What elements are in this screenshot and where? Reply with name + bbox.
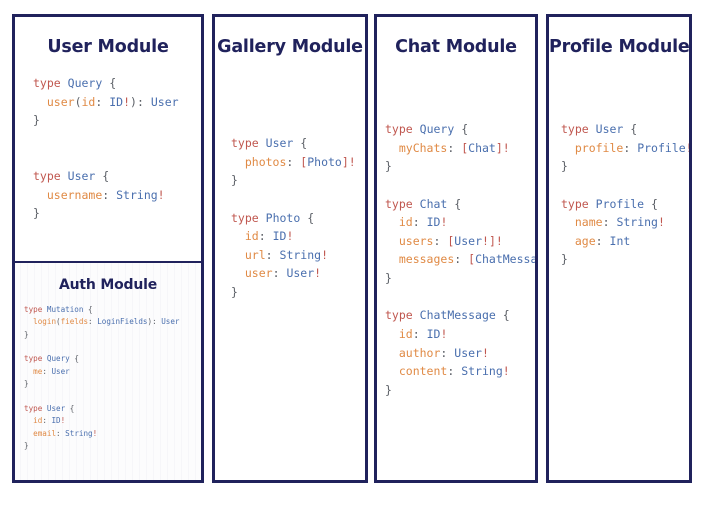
- module-card-auth[interactable]: Auth Module type Mutation { login(fields…: [15, 261, 201, 480]
- graphql-code-user: type Query { user(id: ID!): User } type …: [33, 76, 179, 221]
- graphql-code-profile: type User { profile: Profile! } type Pro…: [561, 122, 692, 267]
- module-title-gallery: Gallery Module: [217, 37, 363, 57]
- code-body-chat: type Query { myChats: [Chat]! } type Cha…: [377, 58, 535, 399]
- module-title-user: User Module: [47, 37, 169, 57]
- code-body-auth: type Mutation { login(fields: LoginField…: [15, 294, 201, 453]
- module-title-profile: Profile Module: [549, 37, 690, 57]
- module-card-profile[interactable]: Profile Module type User { profile: Prof…: [546, 14, 692, 483]
- module-card-user[interactable]: User Module type Query { user(id: ID!): …: [12, 14, 204, 483]
- module-card-chat[interactable]: Chat Module type Query { myChats: [Chat]…: [374, 14, 538, 483]
- graphql-code-auth: type Mutation { login(fields: LoginField…: [24, 304, 180, 450]
- graphql-code-chat: type Query { myChats: [Chat]! } type Cha…: [385, 122, 538, 397]
- graphql-code-gallery: type User { photos: [Photo]! } type Phot…: [231, 136, 356, 299]
- code-body-profile: type User { profile: Profile! } type Pro…: [549, 58, 689, 269]
- module-title-auth: Auth Module: [59, 277, 157, 293]
- module-card-gallery[interactable]: Gallery Module type User { photos: [Phot…: [212, 14, 368, 483]
- code-body-user: type Query { user(id: ID!): User } type …: [15, 58, 201, 223]
- code-body-gallery: type User { photos: [Photo]! } type Phot…: [215, 58, 365, 302]
- module-title-chat: Chat Module: [395, 37, 517, 57]
